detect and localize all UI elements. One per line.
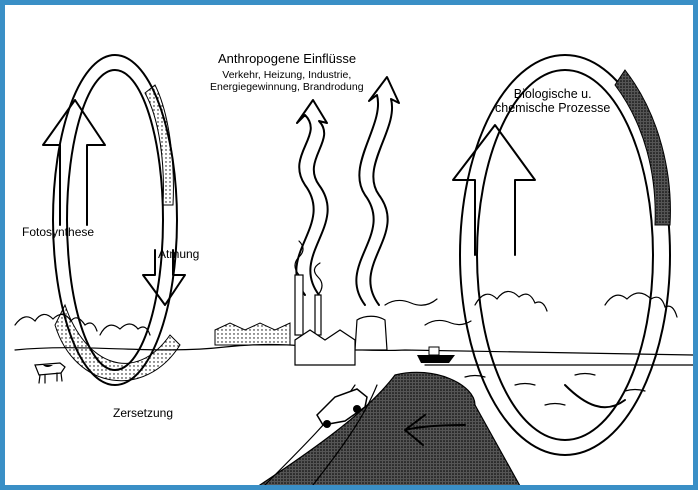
anthropogenic-arrows (296, 77, 399, 305)
biological-line-1: Biologische u. (495, 87, 610, 101)
respiration-label: Atmung (158, 248, 199, 262)
biological-line-2: chemische Prozesse (495, 101, 610, 115)
anthropogenic-sub-line-2: Energiegewinnung, Brandrodung (210, 81, 364, 93)
cow (35, 363, 65, 383)
photosynthesis-label: Fotosynthese (22, 226, 94, 240)
anthropogenic-sub-line-1: Verkehr, Heizung, Industrie, (210, 69, 364, 81)
biological-label: Biologische u. chemische Prozesse (495, 87, 610, 116)
left-cycle-arrow (43, 55, 185, 385)
anthropogenic-subtitle: Verkehr, Heizung, Industrie, Energiegewi… (210, 69, 364, 93)
ship (417, 347, 455, 363)
industry-scene (215, 241, 471, 365)
anthropogenic-title: Anthropogene Einflüsse (218, 52, 356, 67)
decomposition-label: Zersetzung (113, 407, 173, 421)
